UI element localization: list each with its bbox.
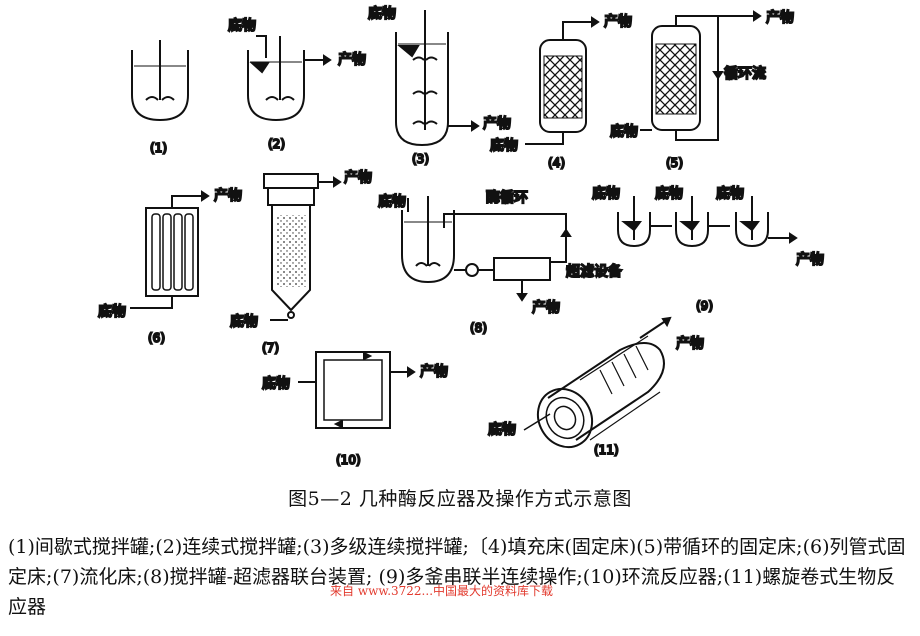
reactor-5-recycle-bed xyxy=(640,10,762,141)
reactor-9-product-label: 产物 xyxy=(796,252,824,268)
reactor-4-product-label: 产物 xyxy=(604,14,632,30)
label-number-4: (4) xyxy=(548,156,565,170)
reactor-11-substrate-label: 底物 xyxy=(488,422,516,438)
label-number-6: (6) xyxy=(148,331,165,345)
label-number-10: (10) xyxy=(336,453,361,467)
reactor-7-fluidized-bed xyxy=(263,173,342,321)
reactor-10-substrate-label: 底物 xyxy=(262,376,290,392)
reactor-2-continuous-tank xyxy=(247,35,332,122)
reactor-9-tank-series xyxy=(617,196,798,248)
reactor-7-product-label: 产物 xyxy=(344,170,372,186)
reactor-9-substrate-label-1: 底物 xyxy=(592,186,620,202)
label-number-7: (7) xyxy=(262,341,279,355)
reactor-1-batch-tank xyxy=(131,40,189,122)
label-number-9: (9) xyxy=(696,299,713,313)
reactor-11-product-label: 产物 xyxy=(676,336,704,352)
reactor-7-substrate-label: 底物 xyxy=(230,314,258,330)
figure-caption: 图5—2 几种酶反应器及操作方式示意图 xyxy=(288,488,632,510)
reactor-8-product-label: 产物 xyxy=(532,300,560,316)
label-number-1: (1) xyxy=(150,141,167,155)
reactor-3-substrate-label: 底物 xyxy=(368,6,396,22)
reactor-2-product-label: 产物 xyxy=(338,52,366,68)
reactor-8-substrate-label: 底物 xyxy=(378,194,406,210)
reactor-2-substrate-label: 底物 xyxy=(228,18,256,34)
label-number-8: (8) xyxy=(470,321,487,335)
reactor-11-spiral-wound xyxy=(523,316,672,449)
reactor-5-product-label: 产物 xyxy=(766,10,794,26)
reactor-8-ultrafilter-label: 超滤设备 xyxy=(566,263,622,280)
reactor-3-multistage-tank xyxy=(395,10,480,147)
label-number-2: (2) xyxy=(268,137,285,151)
reactor-8-tank-ultrafilter xyxy=(401,196,572,302)
reactor-8-recycle-label: 酶循环 xyxy=(486,190,528,206)
reactor-4-packed-bed xyxy=(525,16,600,145)
reactor-6-tubular-bed xyxy=(130,190,210,309)
reactor-9-substrate-label-2: 底物 xyxy=(655,186,683,202)
watermark-text: 来自 www.3722...中国最大的资料库下载 xyxy=(330,584,554,598)
label-number-3: (3) xyxy=(412,152,429,166)
label-number-11: (11) xyxy=(594,443,619,457)
reactor-10-loop-reactor xyxy=(298,351,416,429)
figure-legend: (1)间歇式搅拌罐;(2)连续式搅拌罐;(3)多级连续搅拌罐;〔4)填充床(固定… xyxy=(8,536,906,618)
reactor-5-recycle-label: 循环流 xyxy=(724,66,766,82)
reactor-10-product-label: 产物 xyxy=(420,364,448,380)
reactor-6-substrate-label: 底物 xyxy=(98,304,126,320)
reactor-9-substrate-label-3: 底物 xyxy=(716,186,744,202)
reactor-6-product-label: 产物 xyxy=(214,188,242,204)
reactor-3-product-label: 产物 xyxy=(483,116,511,132)
label-number-5: (5) xyxy=(666,156,683,170)
reactor-4-substrate-label: 底物 xyxy=(490,138,518,154)
enzyme-reactor-diagram: (1) 底物 产物 (2) 底物 产物 (3) xyxy=(97,5,825,468)
reactor-5-substrate-label: 底物 xyxy=(610,124,638,140)
